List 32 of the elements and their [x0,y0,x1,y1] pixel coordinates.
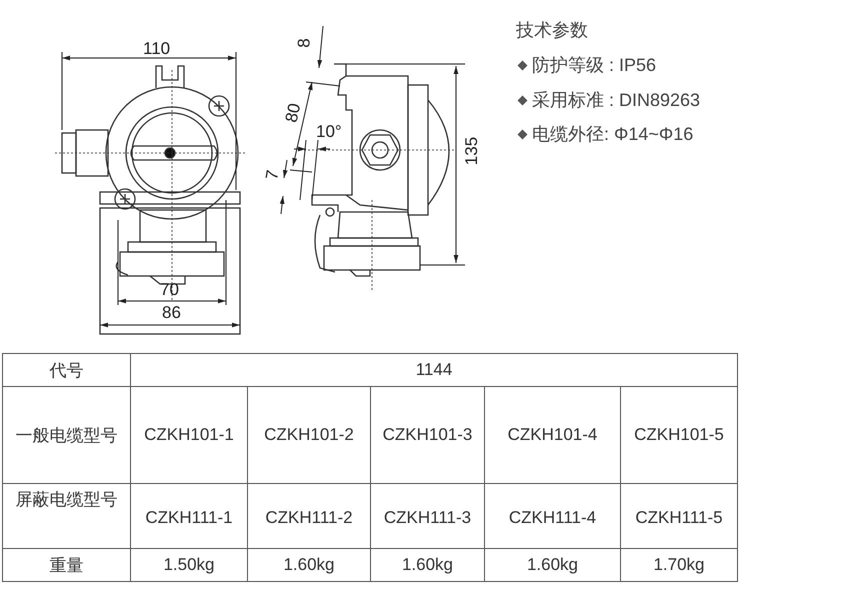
table-cell: CZKH101-4 [484,386,620,484]
dimension-label: 7 [263,168,282,182]
row-header-cell: 一般电缆型号 [2,386,130,484]
dimension-label: 10° [316,123,342,141]
dimension-label: 86 [162,304,181,322]
table-cell: 1144 [130,354,738,386]
row-header-cell: 重量 [2,548,130,582]
spec-item: 电缆外径: Φ14~Φ16 [532,123,694,145]
table-cell: CZKH111-1 [130,484,248,548]
table-cell: CZKH111-3 [370,484,484,548]
dimension-label: 70 [160,281,179,299]
dimension-label: 110 [143,40,170,58]
table-cell: 1.60kg [484,548,620,582]
table-cell: CZKH111-2 [248,484,370,548]
table-cell: 1.70kg [620,548,738,582]
table-cell: CZKH101-2 [248,386,370,484]
spec-item: 防护等级 : IP56 [532,54,656,76]
dimension-label: 80 [282,102,304,124]
table-cell: 1.60kg [248,548,370,582]
table-cell: CZKH101-5 [620,386,738,484]
table-cell: CZKH111-5 [620,484,738,548]
dimension-label: 135 [463,136,482,166]
section-heading: 技术参数 [516,19,588,41]
table-cell: CZKH101-3 [370,386,484,484]
row-header-cell: 屏蔽电缆型号 [2,484,130,548]
table-cell: 1.60kg [370,548,484,582]
table-cell: CZKH101-1 [130,386,248,484]
row-header-cell: 代号 [2,354,130,386]
table-cell: CZKH111-4 [484,484,620,548]
dimension-label: 8 [296,38,314,48]
spec-item: 采用标准 : DIN89263 [532,89,700,111]
table-cell: 1.50kg [130,548,248,582]
